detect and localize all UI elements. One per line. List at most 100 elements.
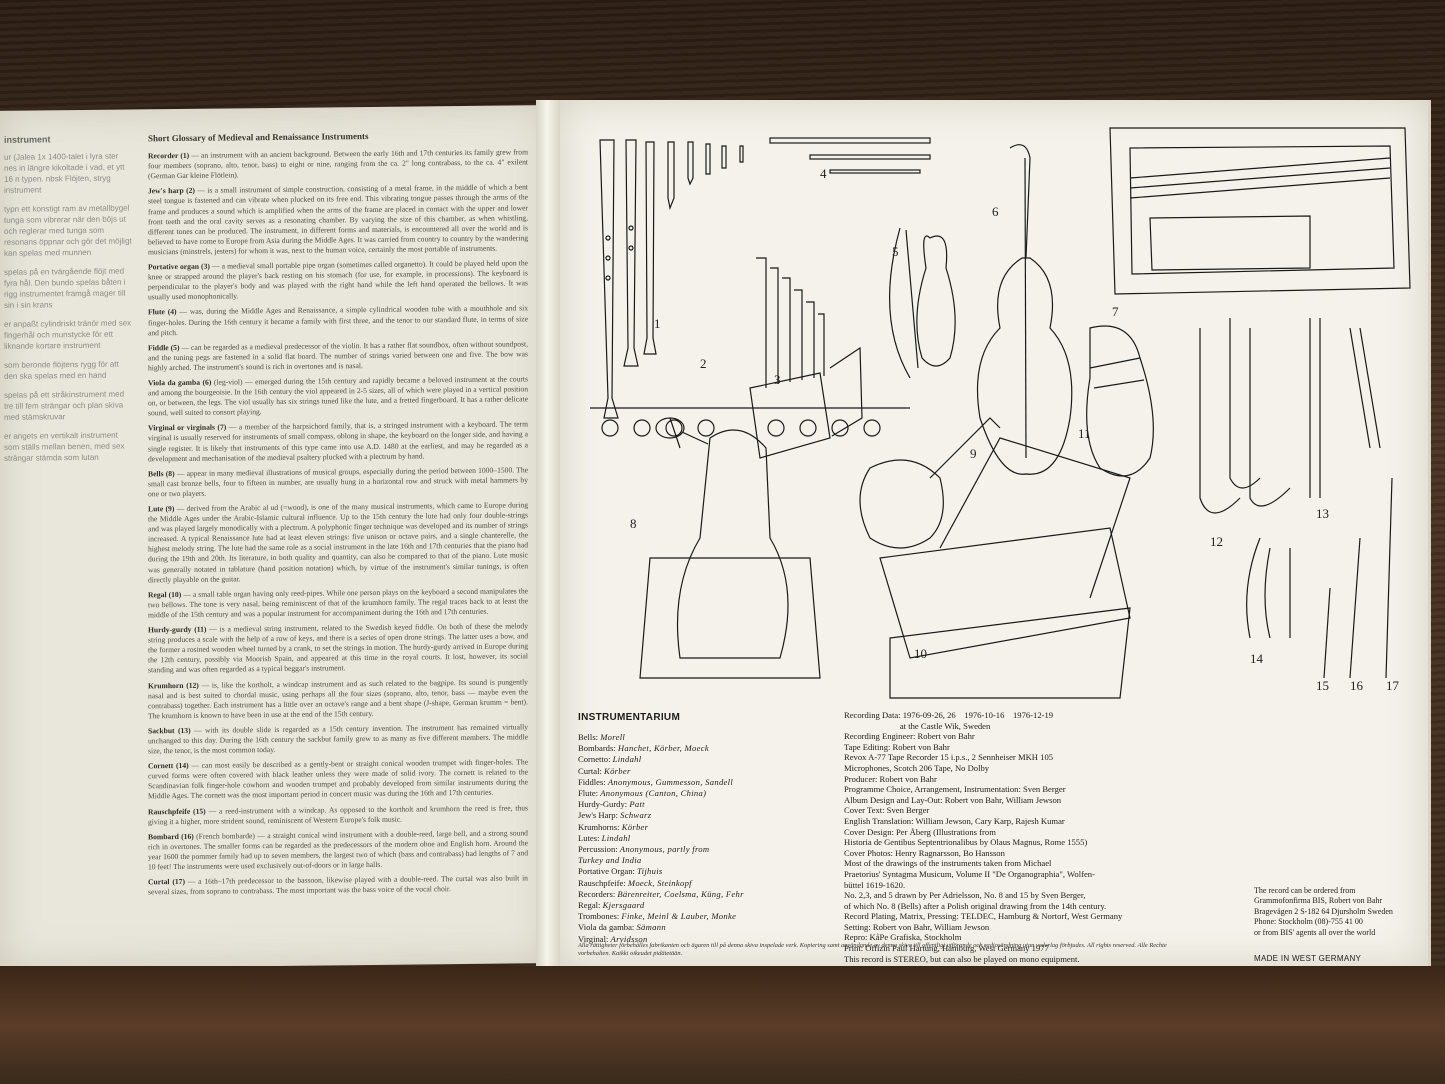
- instrumentarium-row: Lutes: Lindahl: [578, 833, 818, 844]
- left-page: instrument ur (Jalea 1x 1400-talet i lyr…: [0, 105, 548, 969]
- instrument-name: Rauschpfeife:: [578, 877, 628, 888]
- instrument-maker: Anonymous, Gummesson, Sandell: [607, 776, 734, 787]
- recording-line: Setting: Robert von Bahr, William Jewson: [844, 921, 990, 932]
- jews-harp-drawing: [655, 417, 709, 449]
- glossary-entry: Lute (9) — derived from the Arabic al ud…: [148, 500, 528, 585]
- glossary-entry: Recorder (1) — an instrument with an anc…: [148, 147, 528, 181]
- instrument-illustrations: 4 7: [570, 118, 1420, 703]
- glossary-title: Short Glossary of Medieval and Renaissan…: [148, 131, 369, 144]
- left-column-title: instrument: [4, 134, 51, 145]
- instrument-name: Jew's Harp:: [578, 810, 621, 821]
- instrumentarium-row: Percussion: Anonymous, partly from: [578, 844, 818, 855]
- instrument-name: Trombones:: [578, 911, 622, 922]
- figure-number-2: 2: [700, 356, 707, 371]
- figure-number-10: 10: [914, 646, 927, 661]
- recording-line: Record Plating, Matrix, Pressing: TELDEC…: [844, 911, 1123, 922]
- swedish-text-block: spelas på en tvärgående flöjt med fyra h…: [4, 266, 126, 310]
- instrument-maker: Finke, Meinl & Lauber, Monke: [621, 911, 737, 922]
- glossary-entry-name: Virginal or virginals (7): [148, 422, 227, 433]
- instrumentarium-row: Krumhorns: Körber: [578, 822, 818, 833]
- instrument-maker: Turkey and India: [578, 855, 642, 866]
- swedish-text-block: ur (Jalea 1x 1400-talet i lyra ster nes …: [4, 151, 125, 195]
- instrument-name: Lutes:: [578, 832, 602, 843]
- instrument-maker: Patt: [629, 799, 645, 810]
- glossary-entry-name: Bombard (16): [148, 831, 194, 842]
- instrument-maker: Hanchet, Körber, Moeck: [617, 743, 709, 754]
- glossary-entry: Fiddle (5) — can be regarded as a mediev…: [148, 339, 528, 373]
- swedish-text-block: er anpaßt cylindriskt tränör med sex fin…: [4, 318, 132, 351]
- glossary-entry: Flute (4) — was, during the Middle Ages …: [148, 304, 528, 338]
- glossary-entry-name: Portative organ (3): [148, 261, 210, 272]
- instrument-name: Bombards:: [578, 743, 618, 754]
- left-column-swedish-text: instrument ur (Jalea 1x 1400-talet i lyr…: [4, 133, 132, 954]
- glossary-entry: Bombard (16) (French bombarde) — a strai…: [148, 828, 528, 872]
- glossary-entry: Virginal or virginals (7) — a member of …: [148, 420, 528, 464]
- instrumentarium-row: Bells: Morell: [578, 732, 818, 743]
- instrumentarium-row: Curtal: Körber: [578, 766, 818, 777]
- portative-organ-drawing: [749, 257, 863, 459]
- instrument-maker: Tijhuis: [637, 866, 663, 877]
- svg-text:7: 7: [1112, 304, 1119, 319]
- instrument-name: Fiddles:: [578, 776, 608, 787]
- glossary-entry: Jew's harp (2) — is a small instrument o…: [148, 183, 528, 258]
- order-line: The record can be ordered from: [1254, 886, 1356, 895]
- recording-line: Cover Text: Sven Berger: [844, 805, 930, 816]
- bells-drawing: [590, 407, 910, 679]
- glossary-entry-text: (French bombarde) — a straight conical w…: [148, 828, 528, 872]
- glossary-entry: Rauschpfeife (15) — a reed-instrument wi…: [148, 803, 528, 827]
- right-page: 4 7: [560, 100, 1431, 968]
- recording-line: Most of the drawings of the instruments …: [844, 858, 1052, 869]
- cornetts-bombards-drawing: [1246, 477, 1393, 679]
- recording-line: This record is STEREO, but can also be p…: [844, 953, 1080, 964]
- recording-line: Producer: Robert von Bahr: [844, 773, 937, 784]
- recording-line: No. 2,3, and 5 drawn by Per Adrielsson, …: [844, 890, 1086, 901]
- figure-number-15: 15: [1316, 678, 1329, 693]
- recording-details: Recording Data: 1976-09-26, 26 1976-10-1…: [844, 710, 1204, 964]
- figure-number-16: 16: [1350, 678, 1364, 693]
- glossary-column: Short Glossary of Medieval and Renaissan…: [148, 129, 528, 957]
- recording-line: Cover Design: Per Åberg (Illustrations f…: [844, 826, 996, 837]
- glossary-entry-name: Regal (10): [148, 589, 182, 600]
- glossary-entry-name: Rauschpfeife (15): [148, 806, 206, 816]
- recording-line: at the Castle Wik, Sweden: [844, 720, 991, 731]
- instrumentarium-row: Portative Organ: Tijhuis: [578, 866, 818, 877]
- instrument-maker: Sämann: [636, 922, 666, 933]
- instrument-name: Recorders:: [578, 888, 618, 899]
- glossary-entry-text: — an instrument with an ancient backgrou…: [148, 147, 528, 181]
- virginal-drawing: 7: [1109, 127, 1411, 319]
- instrument-maker: Arvidsson: [610, 933, 648, 944]
- glossary-entry: Curtal (17) — a 16th–17th predecessor to…: [148, 873, 528, 897]
- instrument-maker: Körber: [604, 765, 631, 776]
- instrument-maker: Schwarz: [620, 810, 652, 821]
- glossary-entry-name: Fiddle (5): [148, 342, 180, 353]
- hurdy-gurdy-drawing: [1086, 325, 1154, 477]
- instrumentarium-row: Fiddles: Anonymous, Gummesson, Sandell: [578, 777, 818, 788]
- glossary-entry-name: Sackbut (13): [148, 725, 191, 736]
- instrument-maker: Lindahl: [601, 832, 631, 843]
- instrumentarium-row: Hurdy-Gurdy: Patt: [578, 799, 818, 810]
- order-line: Grammofonfirma BIS, Robert von Bahr: [1254, 896, 1383, 906]
- instrumentarium-row: Bombards: Hanchet, Körber, Moeck: [578, 743, 818, 754]
- viola-da-gamba-drawing: [976, 144, 1073, 475]
- glossary-entry-name: Krumhorn (12): [148, 680, 199, 690]
- regal-drawing: [879, 437, 1131, 699]
- instrument-maker: Anonymous, partly from: [619, 844, 710, 855]
- glossary-entry-name: Flute (4): [148, 307, 177, 317]
- instrumentarium-row: Virginal: Arvidsson: [578, 934, 818, 945]
- recording-line: Tape Editing: Robert von Bahr: [844, 741, 950, 752]
- instrumentarium-row: Flute: Anonymous (Canton, China): [578, 788, 818, 799]
- instrumentarium-title: INSTRUMENTARIUM: [578, 712, 681, 723]
- glossary-entry-text: — was, during the Middle Ages and Renais…: [148, 303, 528, 337]
- instrument-name: Hurdy-Gurdy:: [578, 799, 630, 810]
- glossary-entry: Bells (8) — appear in many medieval illu…: [148, 465, 528, 499]
- instrumentarium-row: Rauschpfeife: Moeck, Steinkopf: [578, 878, 818, 889]
- glossary-entry-name: Viola da gamba (6): [148, 377, 212, 388]
- glossary-entry-text: — is a small instrument of simple constr…: [148, 182, 528, 257]
- glossary-entry-name: Cornett (14): [148, 761, 189, 771]
- instrument-drawings-svg: 4 7: [590, 127, 1411, 699]
- glossary-entry: Viola da gamba (6) (leg-viol) — emerged …: [148, 374, 528, 418]
- glossary-entry: Krumhorn (12) — is, like the kortholt, a…: [148, 677, 528, 721]
- glossary-entry-name: Jew's harp (2): [148, 186, 195, 196]
- recording-line: Recording Data: 1976-09-26, 26 1976-10-1…: [844, 710, 1054, 720]
- swedish-text-block: typn ett konstigt ram av metallbygel tun…: [4, 203, 132, 258]
